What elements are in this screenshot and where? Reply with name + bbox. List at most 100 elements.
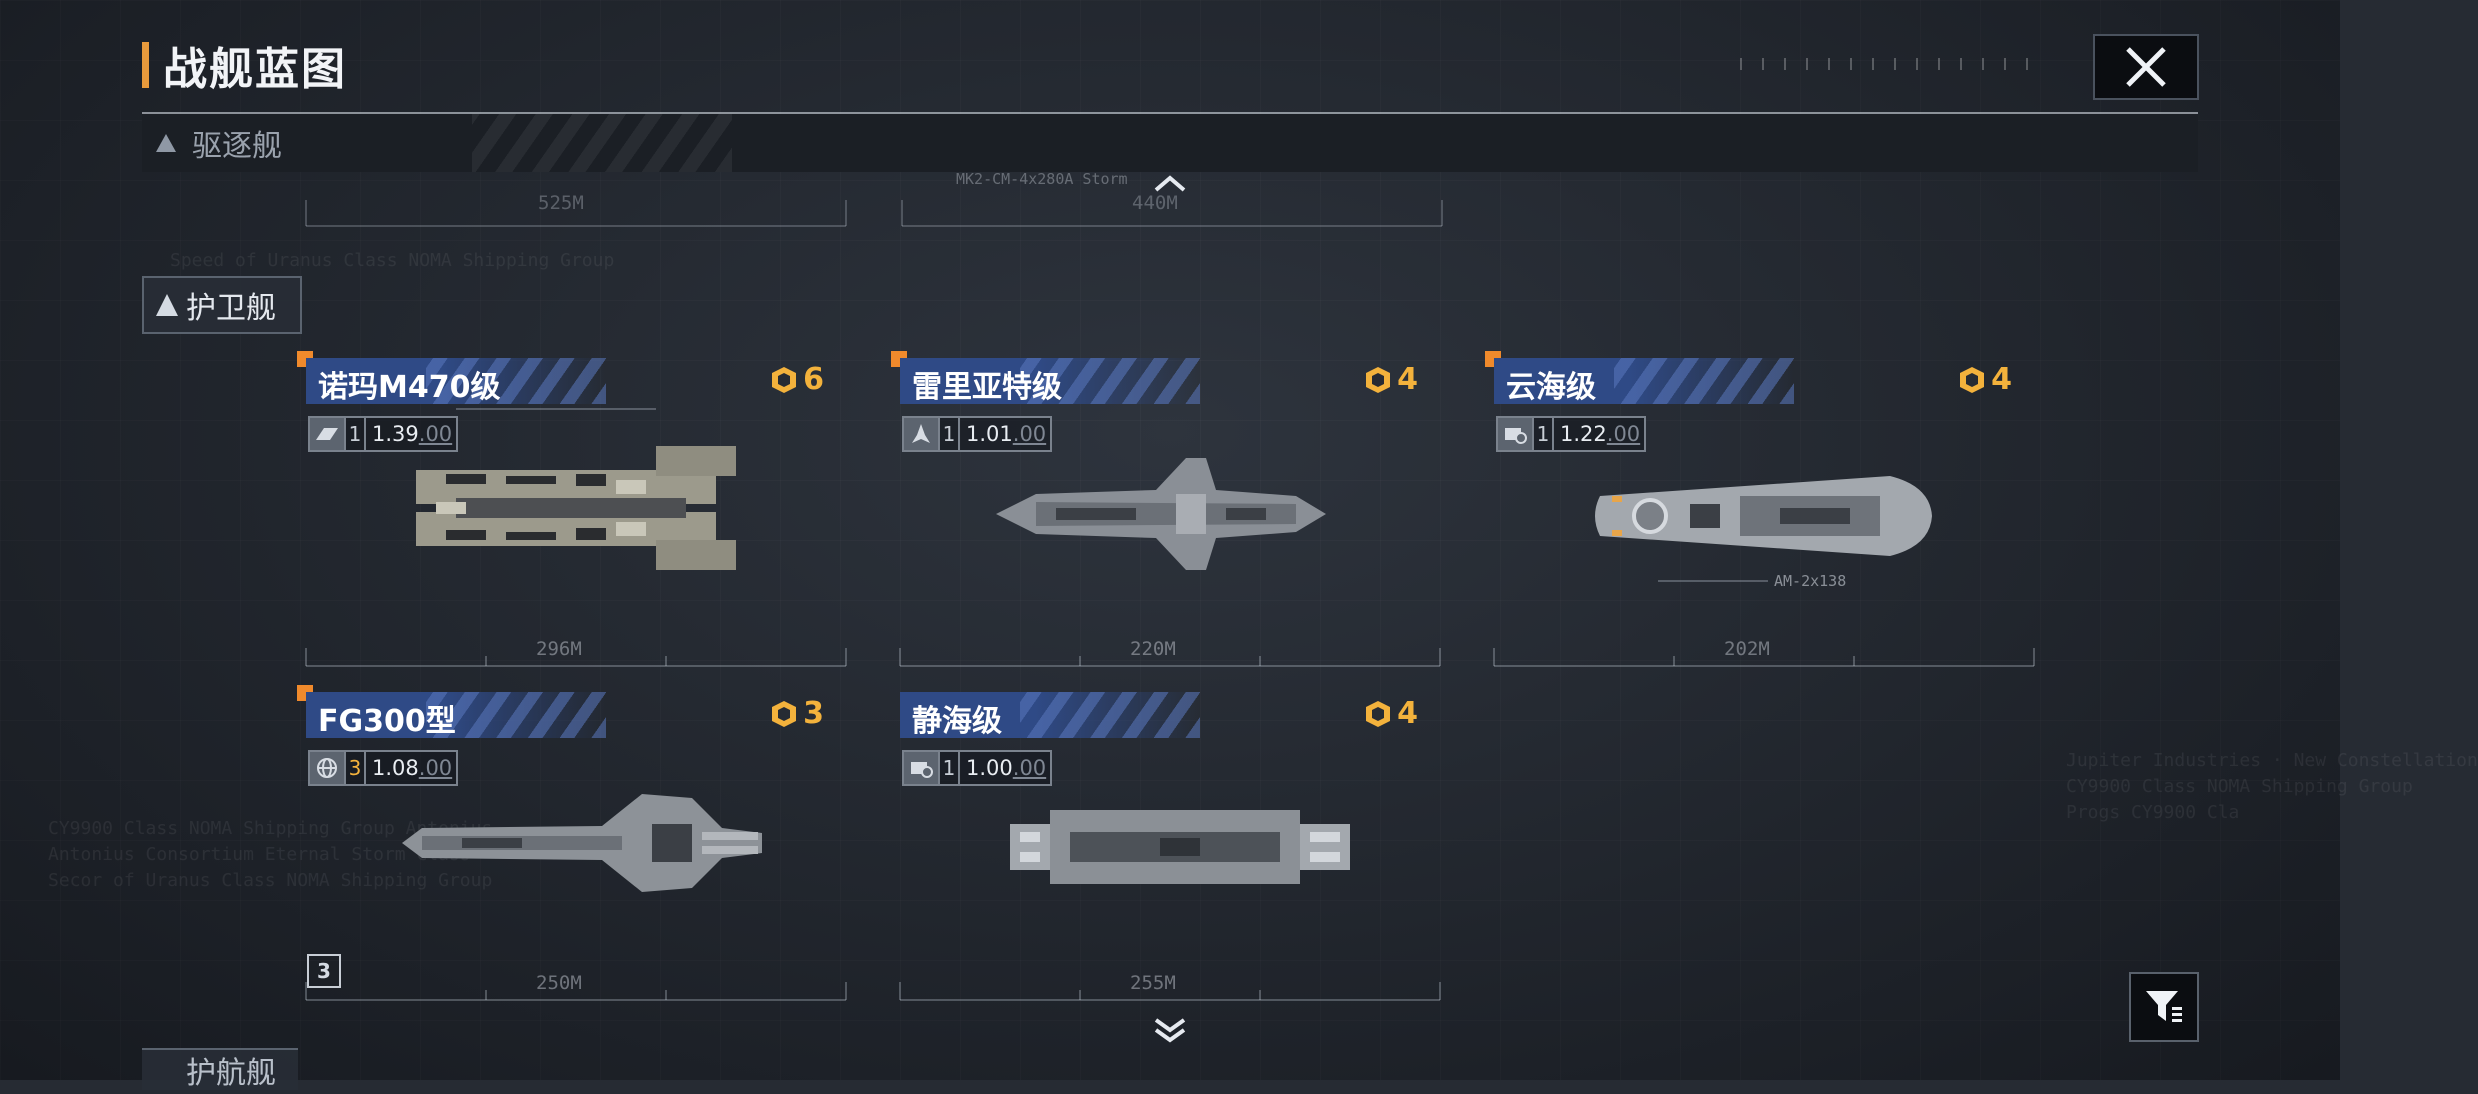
length-ruler: 220M bbox=[899, 638, 1441, 668]
scroll-up-chevron-icon[interactable] bbox=[1152, 170, 1188, 196]
cost-value: 4 bbox=[1397, 362, 1418, 397]
title-accent bbox=[142, 42, 149, 88]
close-button[interactable] bbox=[2093, 34, 2199, 100]
stat-value: 1.22.00 bbox=[1554, 418, 1644, 450]
length-ruler: 255M bbox=[899, 972, 1441, 1002]
ship-cost: 6 bbox=[769, 362, 824, 397]
page-title-bar: 战舰蓝图 bbox=[142, 40, 347, 95]
header-divider bbox=[142, 112, 2198, 114]
upper-ruler-length: 525M bbox=[538, 192, 584, 214]
ship-stats: 3 1.08.00 bbox=[308, 750, 459, 786]
ship-stats: 1 1.00.00 bbox=[902, 750, 1053, 786]
ship-length: 202M bbox=[1724, 638, 1770, 660]
strike-icon bbox=[310, 418, 344, 450]
count-badge: 3 bbox=[307, 954, 341, 988]
ship-level: 1 bbox=[938, 752, 960, 784]
ship-level: 1 bbox=[938, 418, 960, 450]
scroll-down-chevron-icon[interactable] bbox=[1152, 1014, 1188, 1044]
length-ruler: 250M bbox=[305, 972, 847, 1002]
stat-decimal: .00 bbox=[1012, 422, 1047, 446]
stat-decimal: .00 bbox=[418, 756, 453, 780]
ship-level: 1 bbox=[1532, 418, 1554, 450]
blueprint-label: MK2-CM-4x280A Storm bbox=[956, 170, 1128, 188]
ship-image bbox=[1595, 476, 1932, 556]
ship-name: 静海级 bbox=[912, 704, 1002, 739]
ship-cost: 3 bbox=[769, 696, 824, 731]
stat-main: 1.08 bbox=[372, 756, 419, 780]
ship-length: 250M bbox=[536, 972, 582, 994]
cost-hex-icon bbox=[1960, 366, 1985, 393]
stat-decimal: .00 bbox=[1606, 422, 1641, 446]
fighter-icon bbox=[904, 418, 938, 450]
ship-level: 1 bbox=[344, 418, 366, 450]
background-text: Jupiter Industries · New Constellation C… bbox=[2066, 750, 2478, 823]
subcategory-label: 护航舰 bbox=[186, 1056, 276, 1091]
collapse-triangle-icon bbox=[156, 134, 176, 152]
ship-length: 255M bbox=[1130, 972, 1176, 994]
subcategory-label: 护卫舰 bbox=[186, 291, 276, 326]
subcategory-tab-escort[interactable]: 护航舰 bbox=[142, 1048, 298, 1091]
name-stripes bbox=[1020, 358, 1200, 404]
cost-hex-icon bbox=[772, 700, 797, 727]
stat-value: 1.39.00 bbox=[366, 418, 456, 450]
ship-card-leriat[interactable]: 雷里亚特级 4 1 1.01.00 220M bbox=[891, 351, 1441, 668]
stat-value: 1.01.00 bbox=[960, 418, 1050, 450]
ship-card-fg300[interactable]: FG300型 3 3 1.08.00 250M bbox=[297, 685, 847, 1002]
name-stripes bbox=[1614, 358, 1794, 404]
ship-name: 雷里亚特级 bbox=[912, 370, 1062, 405]
globe-icon bbox=[310, 752, 344, 784]
filter-icon bbox=[2146, 991, 2182, 1022]
close-icon bbox=[2126, 47, 2166, 87]
category-label: 驱逐舰 bbox=[192, 129, 282, 164]
upper-ruler-length: 440M bbox=[1132, 192, 1178, 214]
stat-main: 1.39 bbox=[372, 422, 419, 446]
name-stripes bbox=[1020, 692, 1200, 738]
subcategory-tab-frigate[interactable]: 护卫舰 bbox=[142, 276, 302, 334]
ship-stats: 1 1.22.00 bbox=[1496, 416, 1647, 452]
stat-main: 1.22 bbox=[1560, 422, 1607, 446]
cost-value: 6 bbox=[803, 362, 824, 397]
ship-level: 3 bbox=[344, 752, 366, 784]
annotation-text: AM-2x138 bbox=[1774, 572, 1847, 590]
stat-decimal: .00 bbox=[418, 422, 453, 446]
decorative-ticks bbox=[1740, 58, 2040, 70]
cost-value: 4 bbox=[1991, 362, 2012, 397]
cost-hex-icon bbox=[1366, 366, 1391, 393]
stat-main: 1.01 bbox=[966, 422, 1013, 446]
filter-button[interactable] bbox=[2129, 972, 2199, 1042]
ship-cost: 4 bbox=[1363, 696, 1418, 731]
length-ruler: 296M bbox=[305, 638, 847, 668]
length-ruler: 202M bbox=[1493, 638, 2035, 668]
ship-cost: 4 bbox=[1957, 362, 2012, 397]
ship-name: 云海级 bbox=[1506, 370, 1596, 405]
category-stripes bbox=[472, 114, 732, 172]
ship-image bbox=[416, 446, 736, 570]
ship-image bbox=[1010, 810, 1350, 884]
ship-cost: 4 bbox=[1363, 362, 1418, 397]
ship-image bbox=[402, 794, 762, 892]
ship-card-yunhai[interactable]: 云海级 4 1 1.22.00 AM-2x138 202M bbox=[1485, 351, 2035, 668]
name-stripes bbox=[426, 692, 606, 738]
stat-main: 1.00 bbox=[966, 756, 1013, 780]
name-stripes bbox=[426, 358, 606, 404]
ship-image bbox=[996, 458, 1326, 570]
stat-value: 1.08.00 bbox=[366, 752, 456, 784]
background-text: Speed of Uranus Class NOMA Shipping Grou… bbox=[170, 250, 615, 271]
category-collapse-bar[interactable]: 驱逐舰 bbox=[142, 114, 2198, 172]
stat-decimal: .00 bbox=[1012, 756, 1047, 780]
cost-value: 4 bbox=[1397, 696, 1418, 731]
annotation-line bbox=[1658, 580, 1768, 582]
ship-length: 220M bbox=[1130, 638, 1176, 660]
cost-hex-icon bbox=[1366, 700, 1391, 727]
stat-value: 1.00.00 bbox=[960, 752, 1050, 784]
ship-card-noma-m470[interactable]: 诺玛M470级 6 1 1.39.00 296M bbox=[297, 351, 847, 668]
support-icon bbox=[1498, 418, 1532, 450]
ship-stats: 1 1.39.00 bbox=[308, 416, 459, 452]
ship-name: 诺玛M470级 bbox=[318, 370, 501, 405]
page-title: 战舰蓝图 bbox=[163, 44, 347, 95]
cost-value: 3 bbox=[803, 696, 824, 731]
leader-line bbox=[456, 408, 656, 410]
collapse-triangle-icon bbox=[156, 294, 178, 316]
ship-name: FG300型 bbox=[318, 704, 456, 739]
ship-card-jinghai[interactable]: 静海级 4 1 1.00.00 255M bbox=[899, 692, 1441, 1002]
